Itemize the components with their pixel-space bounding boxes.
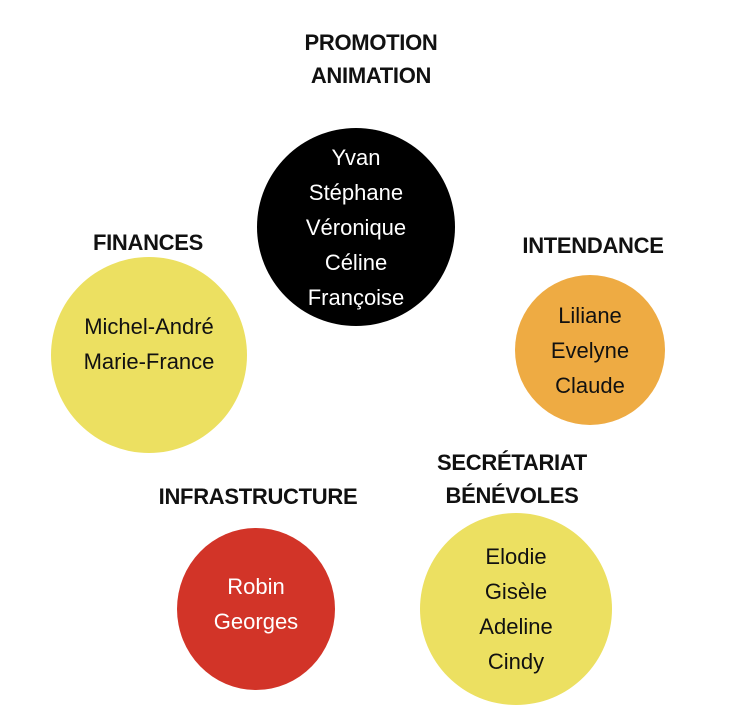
title-line: INFRASTRUCTURE — [158, 484, 358, 509]
member-name: Michel-André — [84, 314, 214, 339]
member-name: Yvan — [331, 144, 381, 170]
member-name: Evelyne — [550, 337, 630, 363]
member-name: Georges — [213, 609, 299, 634]
member-name: Cindy — [487, 649, 545, 674]
group-circle-promotion: Yvan Stéphane Véronique Céline Françoise — [257, 128, 455, 326]
member-name: Adeline — [479, 614, 553, 639]
title-line: BÉNÉVOLES — [445, 483, 579, 508]
group-title-finances: FINANCES — [93, 226, 203, 259]
title-line: SECRÉTARIAT — [437, 450, 587, 475]
group-title-intendance: INTENDANCE — [522, 229, 664, 262]
member-name: Stéphane — [308, 179, 404, 205]
member-name: Liliane — [558, 302, 622, 328]
member-name: Françoise — [307, 284, 405, 310]
title-line: PROMOTION — [304, 30, 438, 55]
title-line: ANIMATION — [310, 63, 432, 88]
member-name: Robin — [227, 574, 285, 599]
group-circle-finances: Michel-André Marie-France — [51, 257, 247, 453]
group-title-secretariat: SECRÉTARIAT BÉNÉVOLES — [437, 446, 587, 512]
title-line: INTENDANCE — [522, 233, 664, 258]
group-circle-infrastructure: Robin Georges — [177, 528, 335, 690]
group-circle-secretariat: Elodie Gisèle Adeline Cindy — [420, 513, 612, 705]
member-name: Claude — [555, 372, 625, 398]
member-name: Marie-France — [83, 349, 215, 374]
group-title-promotion: PROMOTION ANIMATION — [305, 26, 438, 92]
group-title-infrastructure: INFRASTRUCTURE — [159, 480, 358, 513]
group-circle-intendance: Liliane Evelyne Claude — [515, 275, 665, 425]
title-line: FINANCES — [92, 230, 204, 255]
member-name: Elodie — [485, 544, 547, 569]
member-name: Céline — [324, 249, 388, 275]
member-name: Véronique — [305, 214, 407, 240]
member-name: Gisèle — [484, 579, 548, 604]
